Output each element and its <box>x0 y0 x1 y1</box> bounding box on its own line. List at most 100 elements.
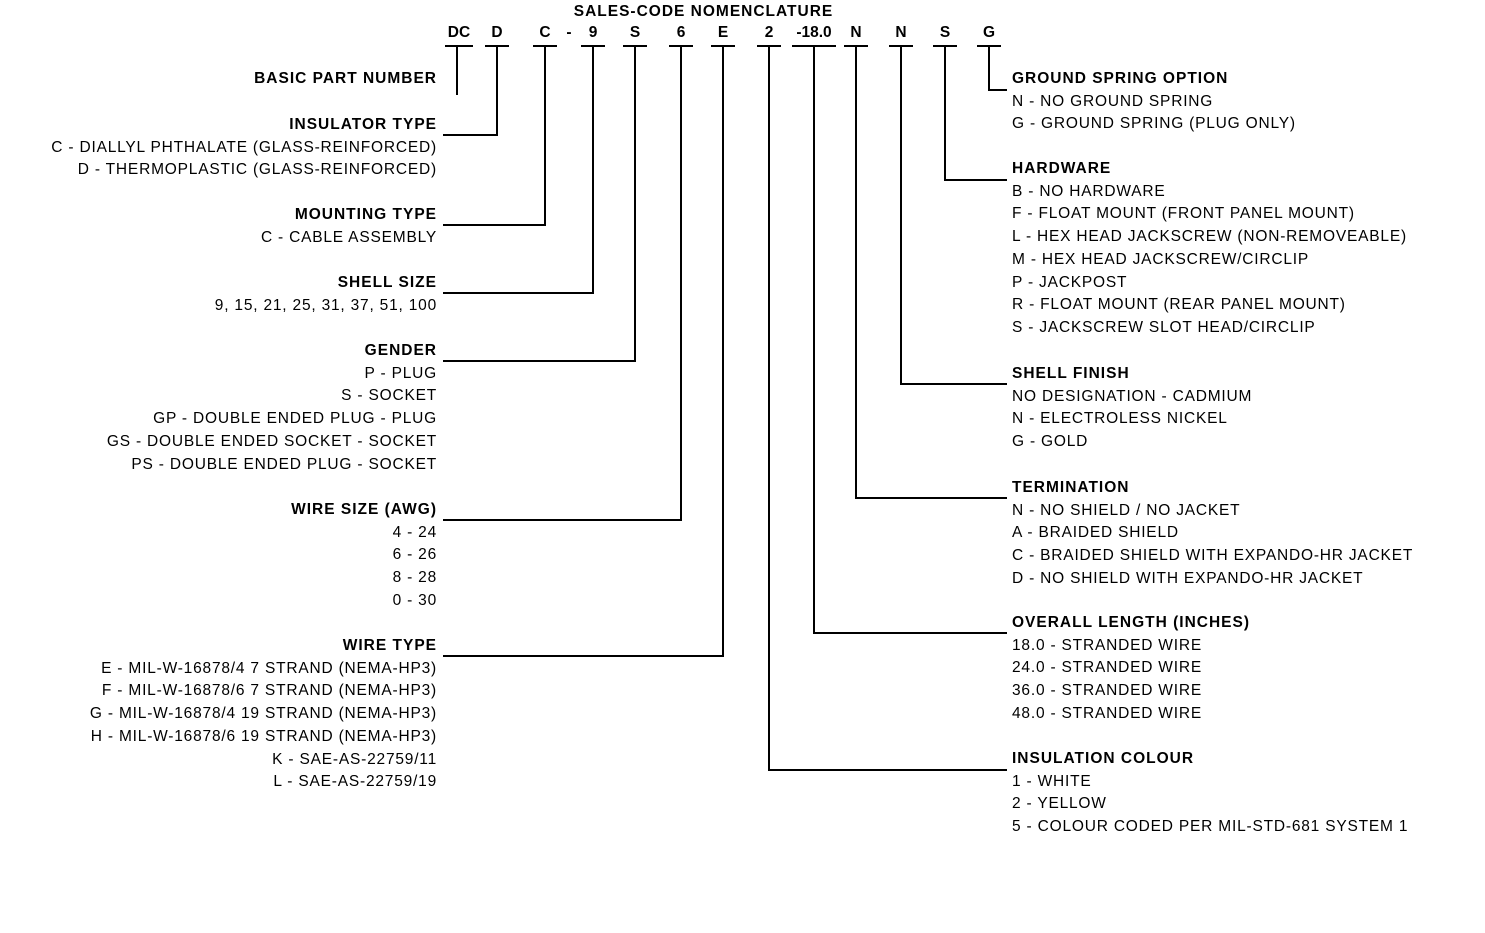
section-ground-spring-option: GROUND SPRING OPTION N - NO GROUND SPRIN… <box>1012 68 1296 136</box>
connector-basic-part-number-vline <box>456 47 458 95</box>
section-item: G - MIL-W-16878/4 19 STRAND (NEMA-HP3) <box>89 705 437 723</box>
connector-wire-type-vline <box>722 47 724 656</box>
section-basic-part-number: BASIC PART NUMBER <box>254 68 437 91</box>
section-shell-size: SHELL SIZE 9, 15, 21, 25, 31, 37, 51, 10… <box>215 272 437 317</box>
code-segment-ground-spring: G <box>977 23 1001 47</box>
section-shell-finish: SHELL FINISH NO DESIGNATION - CADMIUM N … <box>1012 363 1252 454</box>
section-wire-size: WIRE SIZE (AWG) 4 - 24 6 - 26 8 - 28 0 -… <box>291 499 437 613</box>
section-insulation-colour: INSULATION COLOUR 1 - WHITE 2 - YELLOW 5… <box>1012 748 1408 839</box>
section-item: B - NO HARDWARE <box>1012 182 1166 200</box>
section-item: 48.0 - STRANDED WIRE <box>1012 704 1202 722</box>
section-item: C - DIALLYL PHTHALATE (GLASS-REINFORCED) <box>51 138 437 156</box>
section-heading-insulator-type: INSULATOR TYPE <box>289 116 437 133</box>
code-segment-insulation-colour: 2 <box>757 23 781 47</box>
section-hardware: HARDWARE B - NO HARDWARE F - FLOAT MOUNT… <box>1012 158 1407 340</box>
section-item: G - GROUND SPRING (PLUG ONLY) <box>1012 115 1296 133</box>
section-item: GS - DOUBLE ENDED SOCKET - SOCKET <box>106 432 437 450</box>
section-item: 9, 15, 21, 25, 31, 37, 51, 100 <box>214 296 437 314</box>
connector-insulator-type-vline <box>496 47 498 135</box>
code-segment-shell-finish: N <box>889 23 913 47</box>
section-item: 2 - YELLOW <box>1012 795 1107 813</box>
section-item: E - MIL-W-16878/4 7 STRAND (NEMA-HP3) <box>101 659 437 677</box>
section-heading-mounting-type: MOUNTING TYPE <box>294 206 437 223</box>
connector-termination-hline <box>855 497 1007 499</box>
connector-shell-finish-hline <box>900 383 1007 385</box>
connector-ground-spring-hline <box>988 89 1007 91</box>
section-item: PS - DOUBLE ENDED PLUG - SOCKET <box>131 455 437 473</box>
connector-insulation-colour-hline <box>768 769 1007 771</box>
code-segment-hardware: S <box>933 23 957 47</box>
section-item: 1 - WHITE <box>1012 772 1092 790</box>
section-heading-wire-size: WIRE SIZE (AWG) <box>291 501 437 518</box>
code-segment-shell-size: 9 <box>581 23 605 47</box>
section-heading-termination: TERMINATION <box>1012 479 1130 496</box>
code-segment-wire-type: E <box>711 23 735 47</box>
code-segment-hyphen: - <box>566 24 572 41</box>
connector-hardware-hline <box>944 179 1007 181</box>
section-item: S - SOCKET <box>341 387 437 405</box>
section-item: K - SAE-AS-22759/11 <box>272 750 437 768</box>
code-segment-insulator-type: D <box>485 23 509 47</box>
section-heading-overall-length: OVERALL LENGTH (INCHES) <box>1012 614 1250 631</box>
section-insulator-type: INSULATOR TYPE C - DIALLYL PHTHALATE (GL… <box>51 114 437 182</box>
section-heading-wire-type: WIRE TYPE <box>342 637 437 654</box>
section-item: 6 - 26 <box>392 546 437 564</box>
connector-shell-size-hline <box>443 292 594 294</box>
connector-wire-type-hline <box>443 655 724 657</box>
connector-wire-size-vline <box>680 47 682 520</box>
section-item: C - CABLE ASSEMBLY <box>260 228 437 246</box>
code-segment-termination: N <box>844 23 868 47</box>
diagram-title: SALES-CODE NOMENCLATURE <box>573 3 834 20</box>
section-mounting-type: MOUNTING TYPE C - CABLE ASSEMBLY <box>261 204 437 249</box>
section-heading-ground-spring-option: GROUND SPRING OPTION <box>1012 70 1229 87</box>
section-item: D - THERMOPLASTIC (GLASS-REINFORCED) <box>77 161 437 179</box>
connector-mounting-type-vline <box>544 47 546 225</box>
section-item: L - SAE-AS-22759/19 <box>273 773 437 791</box>
section-item: L - HEX HEAD JACKSCREW (NON-REMOVEABLE) <box>1012 228 1407 246</box>
section-heading-shell-finish: SHELL FINISH <box>1012 365 1130 382</box>
section-item: 24.0 - STRANDED WIRE <box>1012 659 1202 677</box>
section-heading-gender: GENDER <box>364 342 437 359</box>
section-item: N - NO SHIELD / NO JACKET <box>1012 501 1241 519</box>
connector-gender-hline <box>443 360 636 362</box>
connector-shell-size-vline <box>592 47 594 293</box>
section-item: F - FLOAT MOUNT (FRONT PANEL MOUNT) <box>1012 205 1355 223</box>
code-segment-wire-size: 6 <box>669 23 693 47</box>
code-segment-gender: S <box>623 23 647 47</box>
section-item: P - PLUG <box>364 364 437 382</box>
section-item: 18.0 - STRANDED WIRE <box>1012 636 1202 654</box>
section-item: D - NO SHIELD WITH EXPANDO-HR JACKET <box>1012 569 1364 587</box>
section-overall-length: OVERALL LENGTH (INCHES) 18.0 - STRANDED … <box>1012 612 1250 726</box>
connector-termination-vline <box>855 47 857 498</box>
section-heading-shell-size: SHELL SIZE <box>337 274 437 291</box>
section-item: 5 - COLOUR CODED PER MIL-STD-681 SYSTEM … <box>1012 818 1409 836</box>
section-heading-insulation-colour: INSULATION COLOUR <box>1012 750 1195 767</box>
section-item: NO DESIGNATION - CADMIUM <box>1012 387 1253 405</box>
code-segment-basic-part-number: DC <box>445 23 473 47</box>
section-item: P - JACKPOST <box>1012 273 1128 291</box>
section-item: N - ELECTROLESS NICKEL <box>1012 410 1228 428</box>
section-item: 36.0 - STRANDED WIRE <box>1012 682 1202 700</box>
connector-ground-spring-vline <box>988 47 990 90</box>
section-heading-basic-part-number: BASIC PART NUMBER <box>254 70 437 87</box>
connector-insulator-type-hline <box>443 134 498 136</box>
connector-insulation-colour-vline <box>768 47 770 770</box>
connector-mounting-type-hline <box>443 224 546 226</box>
section-item: 0 - 30 <box>392 591 437 609</box>
section-item: G - GOLD <box>1012 433 1089 451</box>
connector-wire-size-hline <box>443 519 682 521</box>
section-item: A - BRAIDED SHIELD <box>1012 524 1179 542</box>
connector-shell-finish-vline <box>900 47 902 384</box>
section-item: 8 - 28 <box>392 569 437 587</box>
section-heading-hardware: HARDWARE <box>1012 160 1112 177</box>
section-wire-type: WIRE TYPE E - MIL-W-16878/4 7 STRAND (NE… <box>90 635 437 794</box>
section-item: F - MIL-W-16878/6 7 STRAND (NEMA-HP3) <box>101 682 437 700</box>
code-segment-overall-length: -18.0 <box>792 23 836 47</box>
connector-overall-length-hline <box>813 632 1007 634</box>
section-termination: TERMINATION N - NO SHIELD / NO JACKET A … <box>1012 477 1413 591</box>
section-item: S - JACKSCREW SLOT HEAD/CIRCLIP <box>1012 318 1316 336</box>
connector-hardware-vline <box>944 47 946 180</box>
section-item: N - NO GROUND SPRING <box>1012 92 1214 110</box>
connector-overall-length-vline <box>813 47 815 633</box>
